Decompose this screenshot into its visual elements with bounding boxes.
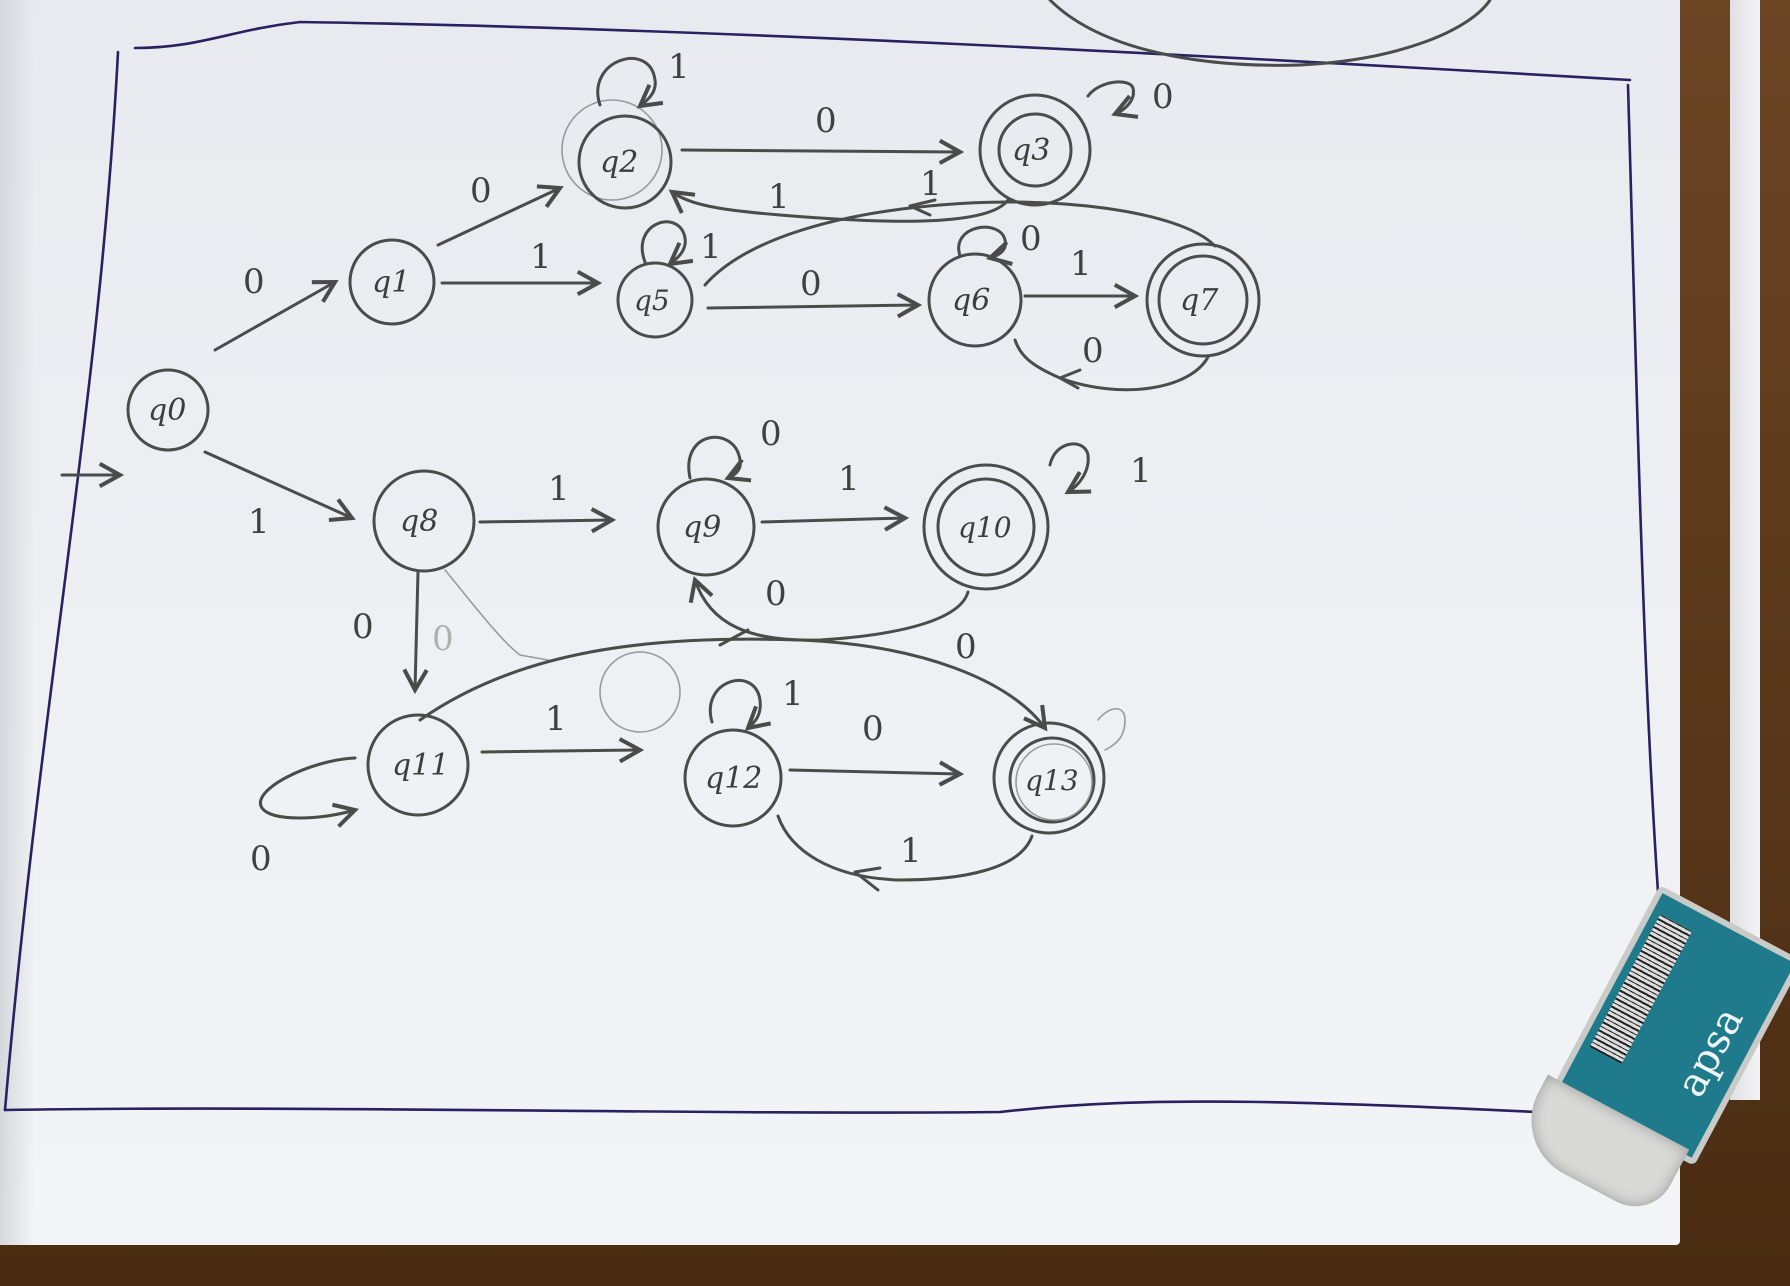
transition-q10-q9: 0 0 (688, 574, 977, 667)
transition-q8-q9: 1 (478, 469, 617, 534)
transition-q11-q13 (418, 628, 1048, 732)
svg-text:1: 1 (900, 831, 922, 871)
svg-text:0: 0 (800, 264, 822, 304)
state-q12[interactable]: q12 (683, 728, 783, 828)
state-q7-accepting[interactable]: q7 (1145, 242, 1261, 358)
state-q2[interactable]: q2 (561, 99, 673, 210)
svg-text:1: 1 (838, 459, 860, 499)
transition-q0-q1: 0 (213, 262, 339, 352)
svg-text:1: 1 (668, 47, 690, 87)
svg-text:0: 0 (765, 574, 787, 614)
svg-text:1: 1 (920, 164, 942, 204)
state-label: q11 (392, 748, 449, 783)
svg-text:0: 0 (815, 101, 837, 141)
transition-q1-q5: 1 (440, 237, 603, 297)
state-label: q1 (372, 265, 410, 300)
state-q6[interactable]: q6 (927, 252, 1023, 348)
faint-loop-q13 (1097, 707, 1126, 751)
transition-q8-q11: 0 (352, 570, 429, 695)
transition-q0-q8: 1 (203, 450, 356, 542)
transition-q7-q5: 1 (703, 164, 1217, 287)
transition-q12-loop: 1 (708, 674, 804, 731)
state-label: q12 (705, 761, 762, 796)
svg-text:1: 1 (1070, 244, 1092, 284)
svg-text:0: 0 (432, 619, 454, 659)
transition-q7-q6: 0 (1013, 331, 1210, 392)
page-border-top (133, 20, 1632, 82)
transition-q3-loop: 0 (1086, 77, 1174, 119)
state-label: q3 (1012, 133, 1050, 168)
state-q8[interactable]: q8 (372, 469, 476, 573)
transition-q10-loop: 1 (1048, 442, 1152, 495)
svg-text:1: 1 (248, 502, 270, 542)
state-q11[interactable]: q11 (366, 713, 470, 817)
transition-q12-q13: 0 (788, 709, 965, 787)
state-label: q0 (148, 393, 186, 428)
transition-q9-q10: 1 (760, 459, 910, 532)
state-label: q10 (958, 511, 1012, 544)
state-q10-accepting[interactable]: q10 (922, 463, 1050, 591)
paper-shadow (0, 0, 35, 1245)
state-label: q6 (952, 283, 990, 318)
transition-q11-q12: 1 (480, 699, 645, 764)
transition-q1-q2: 0 (436, 171, 564, 247)
state-label: q8 (400, 504, 438, 539)
svg-text:0: 0 (250, 839, 272, 879)
paper-stack-edge (1730, 0, 1760, 1100)
transition-q5-q6: 0 (706, 264, 923, 319)
transition-q6-loop: 0 (957, 219, 1042, 266)
svg-text:1: 1 (548, 469, 570, 509)
svg-text:1: 1 (1130, 451, 1152, 491)
state-q0[interactable]: q0 (126, 368, 210, 452)
state-label: q9 (683, 510, 721, 545)
transition-q3-q2: 1 (668, 177, 1010, 223)
transition-q11-loop: 0 (250, 756, 360, 879)
eraser-brand: apsa (1667, 999, 1753, 1105)
transition-q5-loop: 1 (640, 220, 722, 267)
svg-text:0: 0 (1020, 219, 1042, 259)
state-q9[interactable]: q9 (656, 477, 756, 577)
svg-text:0: 0 (1082, 331, 1104, 371)
transition-q9-loop: 0 (687, 414, 782, 483)
erased-state-ghost (599, 651, 681, 733)
state-q1[interactable]: q1 (348, 238, 436, 326)
state-q3-accepting[interactable]: q3 (978, 93, 1092, 207)
svg-text:0: 0 (243, 262, 265, 302)
svg-text:1: 1 (700, 227, 722, 267)
state-q5[interactable]: q5 (616, 261, 694, 339)
state-label: q2 (600, 145, 638, 180)
svg-text:1: 1 (782, 674, 804, 714)
svg-text:0: 0 (352, 607, 374, 647)
page-border-bottom (3, 1100, 1662, 1120)
svg-text:0: 0 (955, 627, 977, 667)
transition-q8-faint: 0 (432, 569, 549, 661)
transition-q2-loop: 1 (596, 47, 690, 109)
svg-text:0: 0 (470, 171, 492, 211)
state-q13-accepting[interactable]: q13 (992, 721, 1106, 835)
state-label: q5 (634, 284, 670, 317)
svg-text:1: 1 (768, 177, 790, 217)
svg-text:0: 0 (1152, 77, 1174, 117)
state-label: q7 (1180, 283, 1219, 318)
svg-text:0: 0 (760, 414, 782, 454)
svg-text:0: 0 (862, 709, 884, 749)
transition-q13-q12: 1 (776, 814, 1034, 892)
paper-sheet (0, 0, 1680, 1245)
svg-text:1: 1 (530, 237, 552, 277)
state-label: q13 (1025, 764, 1079, 797)
transition-q2-q3: 0 (680, 101, 965, 165)
page-border-left (3, 50, 120, 1112)
transition-q6-q7: 1 (1023, 244, 1140, 310)
partial-ellipse-stroke (1048, 0, 1492, 67)
svg-text:1: 1 (545, 699, 567, 739)
